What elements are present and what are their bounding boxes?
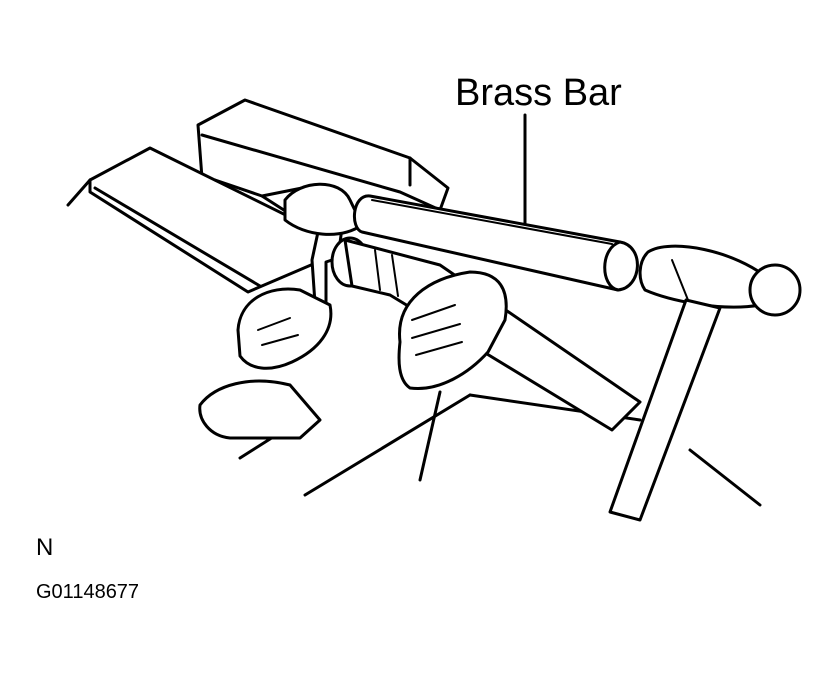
- left-hand: [198, 287, 333, 440]
- hammer: [608, 244, 802, 522]
- note-letter: N: [36, 534, 53, 561]
- right-hand: [397, 270, 508, 482]
- figure-code: G01148677: [36, 581, 139, 603]
- brass-bar: [352, 194, 639, 292]
- callout-label: Brass Bar: [455, 72, 622, 114]
